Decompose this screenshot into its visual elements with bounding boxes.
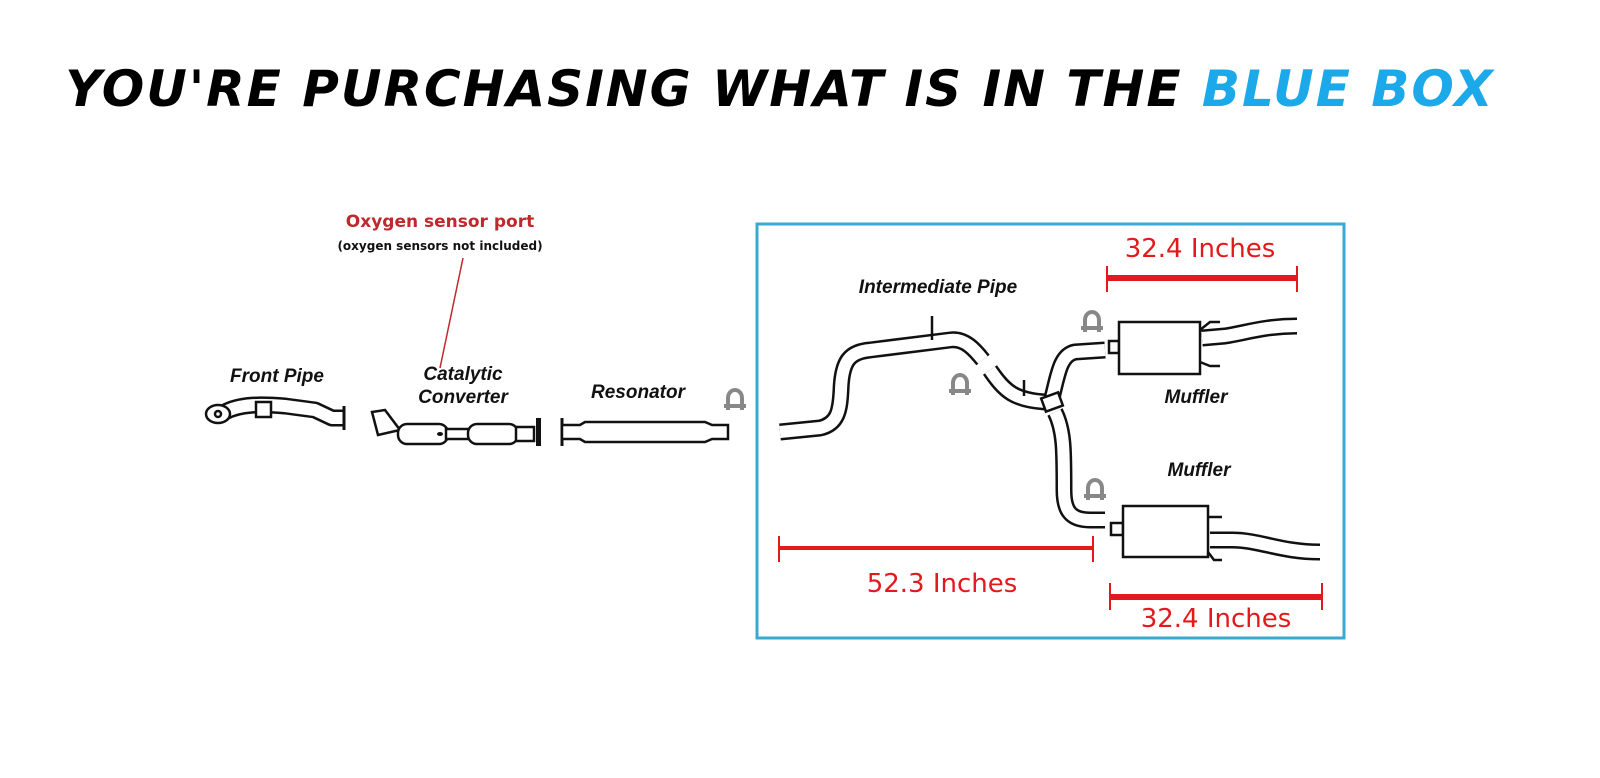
resonator-label: Resonator — [591, 382, 687, 403]
dimension-line-bottom — [1109, 583, 1323, 610]
oxygen-sensor-note: (oxygen sensors not included) — [337, 239, 542, 253]
clamp-icon — [1084, 478, 1106, 500]
clamp-icon — [724, 388, 746, 410]
muffler-bottom-label: Muffler — [1168, 460, 1233, 481]
blue-box-frame — [755, 222, 1346, 640]
dimension-top-label: 32.4 Inches — [1125, 234, 1276, 264]
catalytic-converter-drawing — [370, 408, 541, 446]
dimension-line-intermediate — [778, 536, 1094, 562]
clamp-icon — [949, 373, 971, 395]
muffler-bottom-drawing — [1109, 504, 1321, 562]
intermediate-pipe-label: Intermediate Pipe — [859, 277, 1018, 298]
dimension-intermediate-label: 52.3 Inches — [867, 569, 1018, 599]
front-pipe-label: Front Pipe — [230, 366, 324, 387]
sensor-leader-line — [439, 257, 464, 369]
dimension-bottom-label: 32.4 Inches — [1141, 604, 1292, 634]
headline-prefix: YOU'RE PURCHASING WHAT IS IN THE — [65, 60, 1202, 118]
front-pipe-drawing — [204, 396, 346, 430]
catalytic-label-line2: Converter — [418, 387, 509, 408]
headline: YOU'RE PURCHASING WHAT IS IN THE BLUE BO… — [65, 60, 1495, 118]
intermediate-pipe-drawing — [779, 316, 1106, 529]
resonator-drawing — [560, 418, 730, 446]
clamp-icon — [1081, 310, 1103, 332]
catalytic-label-line1: Catalytic — [423, 364, 503, 385]
dimension-line-top — [1106, 266, 1298, 292]
oxygen-sensor-label: Oxygen sensor port — [346, 212, 534, 232]
muffler-top-drawing — [1107, 317, 1298, 376]
headline-highlight: BLUE BOX — [1202, 60, 1495, 118]
muffler-top-label: Muffler — [1165, 387, 1230, 408]
